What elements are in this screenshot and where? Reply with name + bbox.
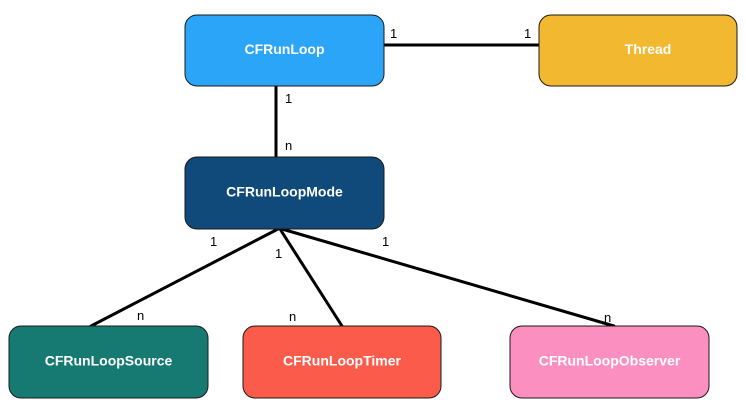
node-cfrunlooptimer-box xyxy=(242,325,442,399)
mult-runloop-mode-from: 1 xyxy=(285,91,292,106)
edge-mode-source xyxy=(89,227,280,328)
node-thread-label: Thread xyxy=(625,41,672,57)
mult-mode-source-to: n xyxy=(137,308,144,323)
node-cfrunloop: CFRunLoop xyxy=(184,14,385,87)
node-cfrunloop-label: CFRunLoop xyxy=(244,41,324,57)
edge-mode-timer xyxy=(278,227,344,328)
node-cfrunloopobserver: CFRunLoopObserver xyxy=(509,325,710,399)
node-cfrunloopsource-label: CFRunLoopSource xyxy=(45,353,173,369)
node-cfrunlooptimer: CFRunLoopTimer xyxy=(242,325,442,399)
node-cfrunloopsource-box xyxy=(8,325,209,399)
node-cfrunloopsource: CFRunLoopSource xyxy=(8,325,209,399)
mult-mode-source-from: 1 xyxy=(210,234,217,249)
mult-runloop-thread-to: 1 xyxy=(524,26,531,41)
multiplicity-labels: 1 1 1 n 1 n 1 n 1 n xyxy=(137,26,611,325)
mult-mode-timer-to: n xyxy=(289,309,296,324)
mult-runloop-thread-from: 1 xyxy=(390,26,397,41)
node-cfrunloopobserver-label: CFRunLoopObserver xyxy=(539,353,681,369)
mult-mode-observer-to: n xyxy=(604,310,611,325)
node-cfrunloopmode-label: CFRunLoopMode xyxy=(226,184,343,200)
node-cfrunloopmode: CFRunLoopMode xyxy=(184,156,385,230)
node-thread-box xyxy=(538,14,738,87)
node-cfrunloop-box xyxy=(184,14,385,87)
node-cfrunloopobserver-box xyxy=(509,325,710,399)
node-cfrunlooptimer-label: CFRunLoopTimer xyxy=(283,353,402,369)
mult-mode-observer-from: 1 xyxy=(382,234,389,249)
node-thread: Thread xyxy=(538,14,738,87)
node-cfrunloopmode-box xyxy=(184,156,385,230)
mult-mode-timer-from: 1 xyxy=(275,246,282,261)
edges xyxy=(89,43,616,328)
edge-mode-observer xyxy=(280,227,616,328)
mult-runloop-mode-to: n xyxy=(285,138,292,153)
